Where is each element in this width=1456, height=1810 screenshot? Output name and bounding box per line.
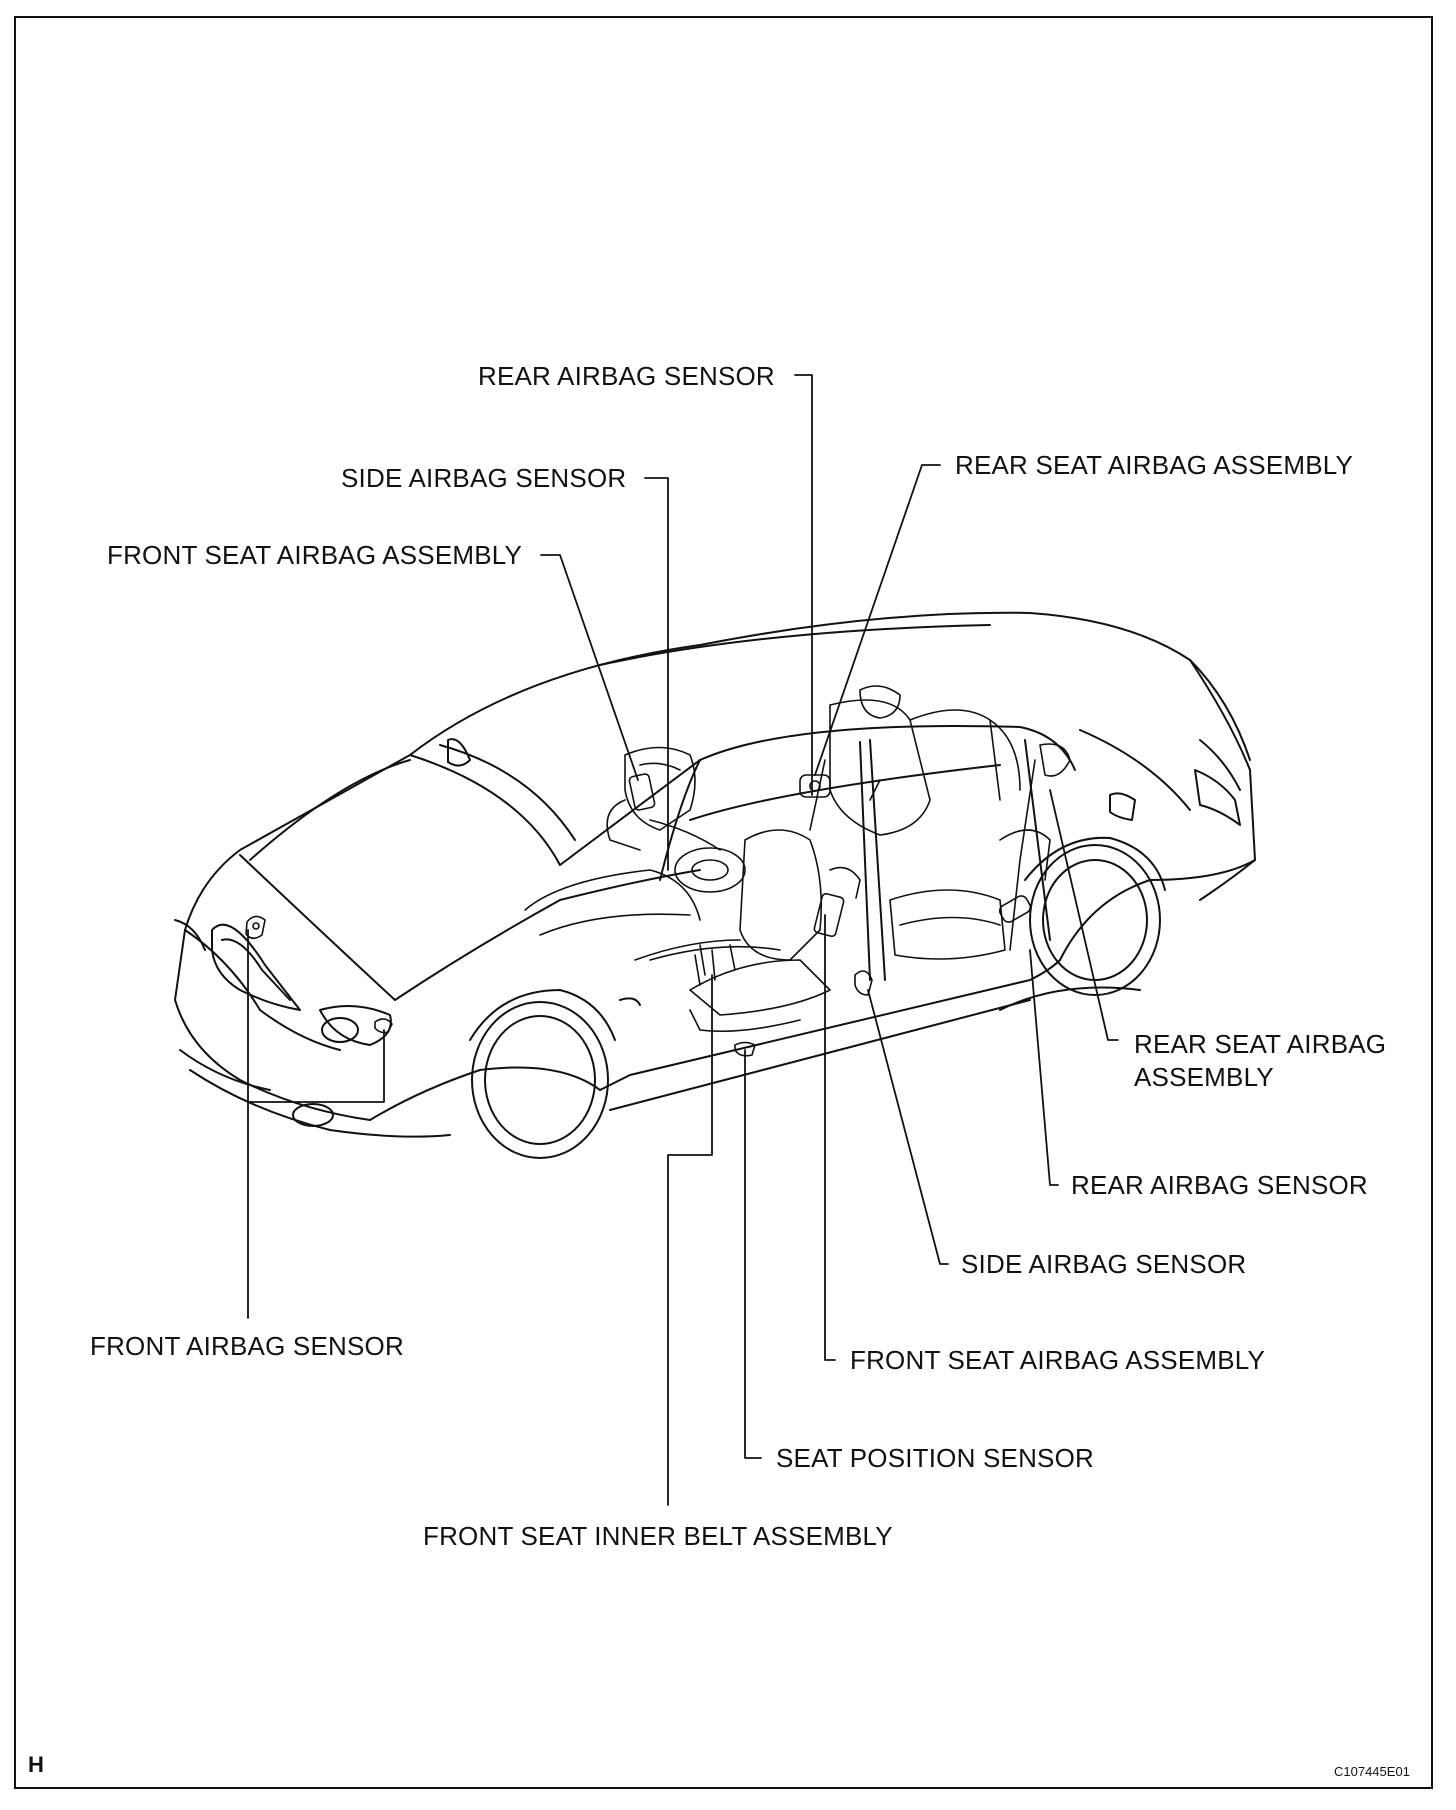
front-wheel — [469, 989, 616, 1159]
label-front-seat-airbag-assembly-right: FRONT SEAT AIRBAG ASSEMBLY — [850, 1345, 1266, 1375]
label-rear-seat-airbag-assembly-right-line1: REAR SEAT AIRBAG — [1134, 1029, 1387, 1059]
label-front-seat-airbag-assembly-top: FRONT SEAT AIRBAG ASSEMBLY — [107, 540, 523, 570]
label-rear-airbag-sensor-right: REAR AIRBAG SENSOR — [1071, 1170, 1368, 1200]
figure-frame — [14, 16, 1433, 1789]
label-rear-seat-airbag-assembly-top: REAR SEAT AIRBAG ASSEMBLY — [955, 450, 1354, 480]
label-side-airbag-sensor-right: SIDE AIRBAG SENSOR — [961, 1249, 1247, 1279]
interior — [245, 685, 1071, 1057]
figure-code: C107445E01 — [1334, 1764, 1410, 1779]
label-front-airbag-sensor: FRONT AIRBAG SENSOR — [90, 1331, 404, 1361]
label-side-airbag-sensor-top: SIDE AIRBAG SENSOR — [341, 463, 627, 493]
leader-lines — [247, 374, 1119, 1506]
corner-letter: H — [28, 1752, 44, 1777]
label-rear-airbag-sensor-top: REAR AIRBAG SENSOR — [478, 361, 775, 391]
label-rear-seat-airbag-assembly-right-line2: ASSEMBLY — [1134, 1062, 1274, 1092]
car-outline — [174, 611, 1256, 1138]
label-front-seat-inner-belt-assembly: FRONT SEAT INNER BELT ASSEMBLY — [423, 1521, 893, 1551]
label-seat-position-sensor: SEAT POSITION SENSOR — [776, 1443, 1094, 1473]
